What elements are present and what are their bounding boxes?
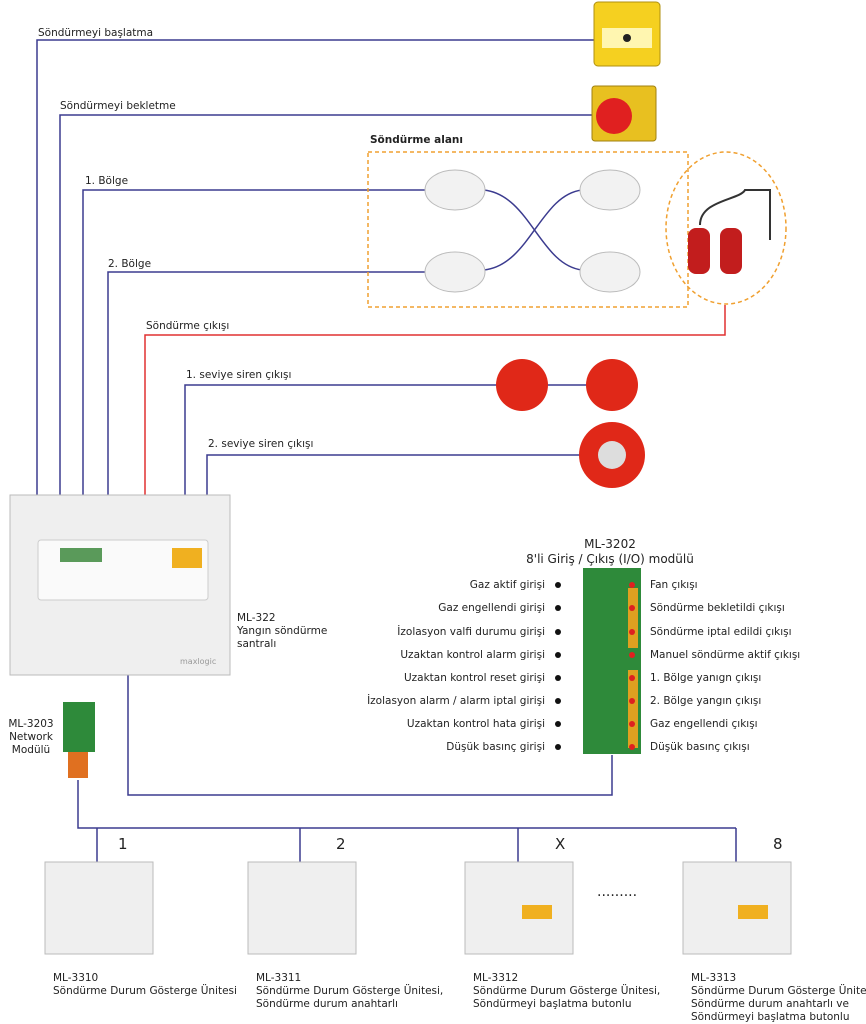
label-area: Söndürme alanı <box>370 134 463 146</box>
wire-extinguish-out <box>144 305 726 495</box>
io-output-label: 1. Bölge yanıgn çıkışı <box>650 672 762 684</box>
input-dot <box>555 629 561 635</box>
unit-description: Söndürmeyi başlatma butonlu <box>691 1011 850 1023</box>
unit-description: Söndürme Durum Gösterge Ünitesi, <box>691 985 866 997</box>
label-zone1: 1. Bölge <box>85 175 129 187</box>
label-siren2: 2. seviye siren çıkışı <box>208 438 314 450</box>
output-dot <box>629 698 635 704</box>
output-dot <box>629 721 635 727</box>
wire-siren2 <box>206 454 582 495</box>
output-dot <box>629 629 635 635</box>
unit-description: Söndürme Durum Gösterge Ünitesi <box>53 985 237 997</box>
wire-io <box>127 672 613 796</box>
wire-cross-b <box>483 189 583 271</box>
output-dot <box>629 582 635 588</box>
io-input-label: İzolasyon alarm / alarm iptal girişi <box>367 695 545 707</box>
input-dot <box>555 675 561 681</box>
panel-logo: maxlogic <box>180 657 217 666</box>
io-output-label: Düşük basınç çıkışı <box>650 741 750 753</box>
network-line2: Modülü <box>11 744 51 756</box>
io-input-label: Uzaktan kontrol alarm girişi <box>400 649 545 661</box>
input-dot <box>555 744 561 750</box>
io-model: ML-3202 <box>584 537 636 551</box>
unit-number: 1 <box>118 835 128 853</box>
unit-description: Söndürmeyi başlatma butonlu <box>473 998 632 1010</box>
wire-zone1 <box>82 189 428 495</box>
cylinder-area <box>665 151 787 305</box>
io-input-label: Uzaktan kontrol reset girişi <box>403 672 545 684</box>
io-input-label: Düşük basınç girişi <box>446 741 545 753</box>
panel-line2: santralı <box>237 638 277 650</box>
io-output-label: 2. Bölge yangın çıkışı <box>650 695 762 707</box>
io-output-label: Söndürme iptal edildi çıkışı <box>650 626 792 638</box>
unit-description: Söndürme Durum Gösterge Ünitesi, <box>473 985 661 997</box>
io-output-label: Gaz engellendi çıkışı <box>650 718 758 730</box>
io-output-label: Fan çıkışı <box>650 579 698 591</box>
network-model: ML-3203 <box>8 718 54 730</box>
panel-line1: Yangın söndürme <box>237 625 328 637</box>
output-dot <box>629 675 635 681</box>
network-module <box>63 702 95 752</box>
io-output-label: Söndürme bekletildi çıkışı <box>650 602 785 614</box>
wire-hold <box>59 114 592 495</box>
input-dot <box>555 605 561 611</box>
unit-model: ML-3313 <box>691 972 737 984</box>
wire-cross-a <box>483 189 583 271</box>
panel-model: ML-322 <box>237 612 276 624</box>
output-dot <box>629 605 635 611</box>
label-siren1: 1. seviye siren çıkışı <box>186 369 292 381</box>
ellipsis: ......... <box>597 884 638 900</box>
input-dot <box>555 721 561 727</box>
unit-description: Söndürme Durum Gösterge Ünitesi, <box>256 985 444 997</box>
siren-1a <box>496 359 548 411</box>
io-input-label: Gaz aktif girişi <box>469 579 545 591</box>
smoke-detectors <box>424 169 641 293</box>
input-dot <box>555 698 561 704</box>
wire-zone2 <box>107 271 428 495</box>
wire-network <box>77 780 736 829</box>
wire-start <box>36 39 595 495</box>
label-start: Söndürmeyi başlatma <box>38 27 154 39</box>
unit-model: ML-3311 <box>256 972 302 984</box>
input-dot <box>555 582 561 588</box>
label-extinguish-out: Söndürme çıkışı <box>146 320 230 332</box>
wires <box>36 39 737 862</box>
io-input-label: Gaz engellendi girişi <box>438 602 545 614</box>
input-dot <box>555 652 561 658</box>
label-hold: Söndürmeyi bekletme <box>60 100 176 112</box>
unit-number: 8 <box>773 835 783 853</box>
io-input-label: Uzaktan kontrol hata girişi <box>406 718 545 730</box>
unit-model: ML-3310 <box>53 972 99 984</box>
gas-cylinders <box>688 189 771 274</box>
unit-number: 2 <box>336 835 346 853</box>
output-dot <box>629 744 635 750</box>
unit-number: X <box>555 835 566 853</box>
unit-description: Söndürme durum anahtarlı <box>256 998 398 1010</box>
status-units <box>44 861 792 955</box>
extinguish-area-box <box>367 151 689 308</box>
io-title: 8'li Giriş / Çıkış (I/O) modülü <box>526 552 694 566</box>
label-zone2: 2. Bölge <box>108 258 152 270</box>
io-output-label: Manuel söndürme aktif çıkışı <box>650 649 801 661</box>
unit-description: Söndürme durum anahtarlı ve <box>691 998 849 1010</box>
io-input-label: İzolasyon valfi durumu girişi <box>397 626 545 638</box>
network-line1: Network <box>9 731 53 743</box>
unit-model: ML-3312 <box>473 972 519 984</box>
output-dot <box>629 652 635 658</box>
wire-siren1 <box>184 384 498 495</box>
siren-1b <box>586 359 638 411</box>
